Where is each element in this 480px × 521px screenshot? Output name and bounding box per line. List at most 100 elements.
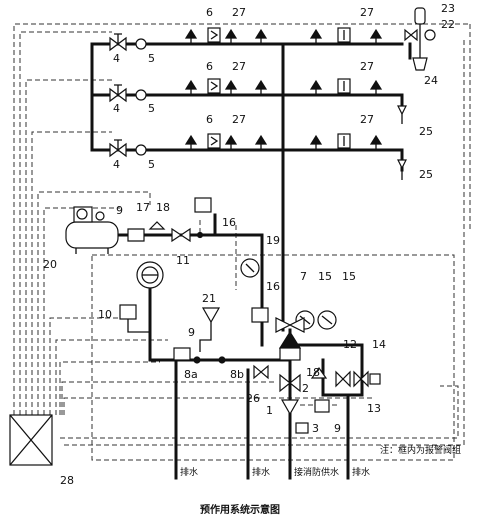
- drain-valve-icon: [397, 105, 407, 116]
- component-labels: 6 27 27 23 22 4 5 6 27 27 24 4 5 6 27 27…: [43, 2, 455, 487]
- label-10: 10: [98, 308, 112, 321]
- label-15: 15: [342, 270, 356, 283]
- label-5: 5: [148, 52, 155, 65]
- solenoid-valve-icon: [218, 356, 226, 364]
- label-11: 11: [176, 254, 190, 267]
- label-27: 27: [232, 6, 246, 19]
- filter-icon: [127, 228, 145, 242]
- branch-valves: [109, 33, 147, 158]
- label-25: 25: [419, 168, 433, 181]
- control-panel: [9, 414, 53, 466]
- detectors: [207, 27, 351, 149]
- label-4: 4: [113, 102, 120, 115]
- label-27: 27: [360, 6, 374, 19]
- label-9: 9: [188, 326, 195, 339]
- label-24: 24: [424, 74, 438, 87]
- flow-indicator-icon: [135, 89, 147, 101]
- deluge-valve-icon: [278, 330, 302, 349]
- alarm-valve-group-frame: [91, 254, 455, 461]
- pressure-switch-icon: [194, 197, 212, 213]
- label-15: 15: [318, 270, 332, 283]
- label-21: 21: [202, 292, 216, 305]
- flow-indicator-icon: [135, 38, 147, 50]
- relief-valve-icon: [310, 366, 328, 379]
- end-test-devices: [397, 7, 436, 180]
- label-4: 4: [113, 52, 120, 65]
- orifice-icon: [295, 422, 309, 434]
- label-17: 17: [136, 201, 150, 214]
- ball-valve-icon: [404, 28, 418, 42]
- label-25: 25: [419, 125, 433, 138]
- fire-water-supply-label: 接消防供水: [294, 466, 339, 478]
- drain-labels: 排水 排水 接消防供水 排水: [180, 466, 370, 478]
- label-6: 6: [206, 113, 213, 126]
- label-5: 5: [148, 158, 155, 171]
- label-13: 13: [367, 402, 381, 415]
- label-22: 22: [441, 18, 455, 31]
- label-26: 26: [246, 392, 260, 405]
- label-1: 1: [266, 404, 273, 417]
- label-18: 18: [306, 366, 320, 379]
- preaction-valve-stack: [275, 317, 305, 416]
- sprinklers: [184, 28, 383, 150]
- label-27: 27: [360, 60, 374, 73]
- label-7: 7: [300, 270, 307, 283]
- signal-lines: [13, 23, 471, 446]
- hydraulic-alarm-icon: [369, 373, 381, 385]
- drain-label: 排水: [252, 466, 270, 478]
- signal-valve-icon: [109, 84, 127, 103]
- manual-valve-icon: [253, 364, 269, 380]
- label-27: 27: [360, 113, 374, 126]
- label-2: 2: [302, 382, 309, 395]
- filter-icon: [314, 399, 330, 413]
- filter-icon: [173, 347, 191, 361]
- label-20: 20: [43, 258, 57, 271]
- solenoid-valve-icon: [193, 356, 201, 364]
- gate-valve-icon: [279, 373, 301, 393]
- pressure-switch-icon: [424, 29, 436, 41]
- label-27: 27: [232, 60, 246, 73]
- signal-valve-icon: [109, 139, 127, 158]
- label-6: 6: [206, 6, 213, 19]
- exhaust-valve-icon: [414, 7, 426, 25]
- label-5: 5: [148, 102, 155, 115]
- drain-label: 排水: [180, 466, 198, 478]
- alarm-valve-note: 注：框内为报警阀组: [380, 444, 461, 456]
- smoke-detector-icon: [207, 27, 221, 43]
- label-16: 16: [266, 280, 280, 293]
- check-valve-icon: [280, 399, 300, 416]
- drain-valve-icon: [397, 159, 407, 170]
- flow-indicator-icon: [135, 144, 147, 156]
- signal-valve-icon: [109, 33, 127, 52]
- right-valve-cluster: [295, 366, 381, 434]
- pressure-switch-icon: [119, 304, 137, 320]
- label-28: 28: [60, 474, 74, 487]
- label-3: 3: [312, 422, 319, 435]
- gate-valve-icon: [353, 370, 369, 388]
- label-19: 19: [266, 234, 280, 247]
- accelerator-icon: [136, 261, 164, 289]
- label-16: 16: [222, 216, 236, 229]
- compressor-line-devices: [127, 197, 212, 243]
- vent-funnel-icon: [201, 307, 221, 324]
- gate-valve-icon: [335, 370, 351, 388]
- pressure-switch-icon: [251, 307, 269, 323]
- label-18: 18: [156, 201, 170, 214]
- label-4: 4: [113, 158, 120, 171]
- label-8b: 8b: [230, 368, 244, 381]
- safety-valve-icon: [148, 221, 166, 230]
- diagram-caption: 预作用系统示意图: [200, 503, 280, 516]
- check-valve-icon: [171, 227, 191, 243]
- label-23: 23: [441, 2, 455, 15]
- air-compressor: [65, 206, 119, 254]
- label-12: 12: [343, 338, 357, 351]
- smoke-detector-icon: [207, 133, 221, 149]
- drain-label: 排水: [352, 466, 370, 478]
- label-14: 14: [372, 338, 386, 351]
- label-6: 6: [206, 60, 213, 73]
- label-27: 27: [232, 113, 246, 126]
- end-test-valve-icon: [412, 57, 428, 71]
- label-8a: 8a: [184, 368, 198, 381]
